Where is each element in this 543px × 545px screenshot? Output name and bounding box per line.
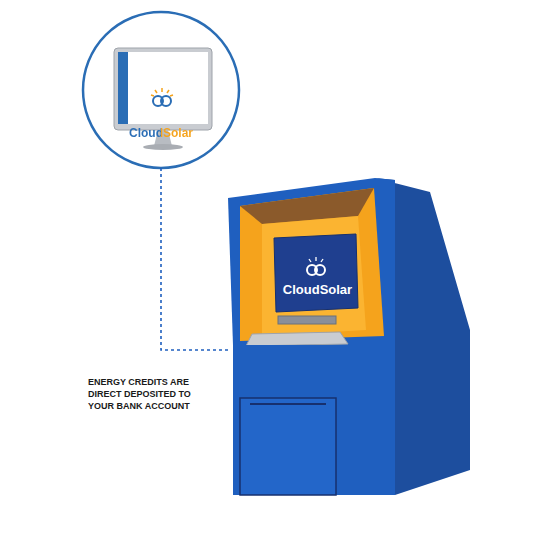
atm-machine bbox=[228, 178, 470, 495]
logo-text: CloudSolar bbox=[283, 282, 352, 297]
atm-node: CloudSolar bbox=[230, 180, 395, 495]
dashed-connector bbox=[161, 168, 230, 350]
callout-circle bbox=[83, 12, 239, 168]
note-text: ENERGY CREDITS ARE DIRECT DEPOSITED TO Y… bbox=[88, 376, 202, 412]
monitor-callout: CloudSolar bbox=[83, 12, 239, 168]
logo-text: CloudSolar bbox=[129, 126, 193, 140]
monitor bbox=[114, 48, 212, 150]
